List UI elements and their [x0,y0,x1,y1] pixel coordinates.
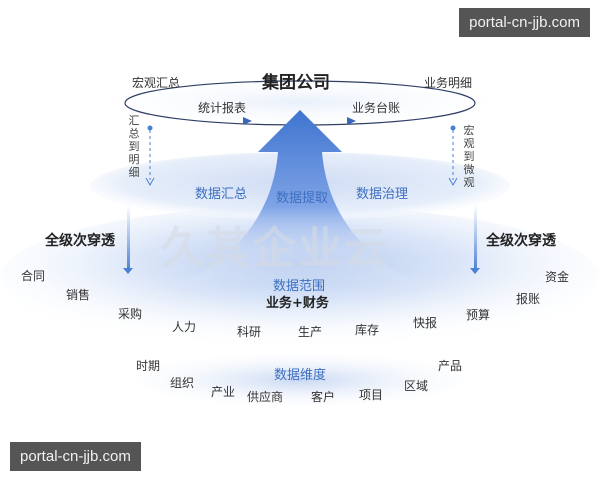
dimension-item-4: 客户 [311,390,336,404]
business-detail-label: 业务明细 [424,76,473,90]
middle-item-0: 数据汇总 [195,187,248,202]
scope-item-4: 科研 [237,325,262,339]
right-arrow-icon [347,117,356,125]
stat-report-label: 统计报表 [198,101,247,115]
dimension-layer [135,354,465,406]
business-ledger-label: 业务台账 [352,101,401,115]
dimension-item-1: 组织 [170,376,195,390]
dimension-item-3: 供应商 [247,390,284,404]
scope-item-3: 人力 [172,320,197,334]
dimension-item-6: 区域 [404,379,429,393]
scope-item-9: 报账 [516,292,541,306]
left-drill-bar [127,205,130,271]
top-layer [110,78,490,126]
scope-item-0: 合同 [21,269,46,283]
right-drill-label: 全级次穿透 [486,233,556,249]
page-title: 集团公司 [262,73,330,93]
scope-item-2: 采购 [118,307,143,321]
dimension-title: 数据维度 [274,368,327,383]
dimension-item-5: 项目 [359,388,384,402]
scope-item-10: 资金 [545,270,570,284]
scope-item-5: 生产 [298,325,323,339]
down-arrow-icon [470,268,480,274]
dimension-item-0: 时期 [136,359,161,373]
dimension-item-7: 产品 [438,359,463,373]
dimension-item-2: 产业 [211,385,236,399]
watermark-top: portal-cn-jjb.com [459,8,590,37]
scope-item-1: 销售 [66,288,91,302]
middle-item-1: 数据提取 [276,191,329,206]
background-logo: 久其企业云 [160,223,390,274]
scope-item-6: 库存 [355,323,380,337]
left-vertical-label: 汇总到明细 [128,114,140,179]
macro-summary-label: 宏观汇总 [132,76,181,90]
scope-subtitle: 业务+财务 [266,296,329,311]
middle-item-2: 数据治理 [356,187,409,202]
scope-title: 数据范围 [273,279,326,294]
scope-item-8: 预算 [466,308,491,322]
left-drill-label: 全级次穿透 [45,233,115,249]
right-arrow-icon [243,117,252,125]
right-vertical-label: 宏观到微观 [463,124,475,189]
upward-arrow-icon [180,110,420,285]
down-arrow-icon [123,268,133,274]
right-drill-bar [474,205,477,271]
down-arrow-icon [448,177,458,187]
watermark-bottom: portal-cn-jjb.com [10,442,141,471]
down-arrow-icon [145,177,155,187]
scope-item-7: 快报 [413,316,438,330]
